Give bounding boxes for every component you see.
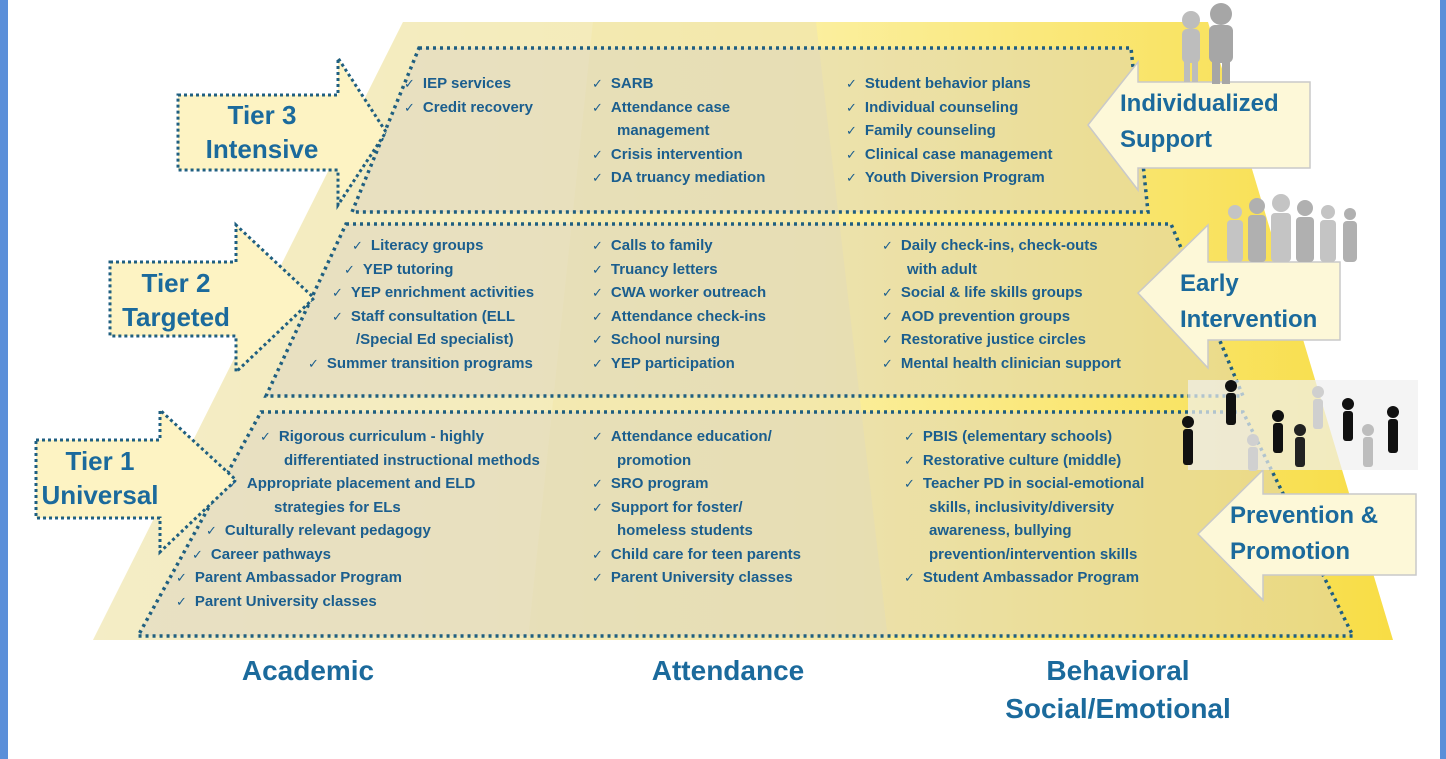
tier2-label-line2: Targeted [122, 302, 230, 332]
tier1-label: Tier 1 Universal [38, 444, 162, 512]
list-item: PBIS (elementary schools) [904, 425, 1144, 449]
list-item: Social & life skills groups [882, 281, 1121, 305]
list-item: Youth Diversion Program [846, 166, 1053, 190]
individualized-line2: Support [1120, 126, 1212, 153]
list-item: Clinical case management [846, 143, 1053, 167]
tier1-attendance-list: Attendance education/ promotion SRO prog… [592, 425, 801, 590]
list-item: AOD prevention groups [882, 305, 1121, 329]
list-item: differentiated instructional methods [284, 451, 540, 469]
list-item: YEP tutoring [308, 258, 534, 282]
silhouettes-crowd [1182, 380, 1418, 471]
list-item: Summer transition programs [308, 352, 534, 376]
list-item: YEP enrichment activities [308, 281, 534, 305]
tier2-academic-list: Literacy groups YEP tutoring YEP enrichm… [308, 234, 534, 375]
list-item: Mental health clinician support [882, 352, 1121, 376]
list-item: Restorative culture (middle) [904, 449, 1144, 473]
list-item: Family counseling [846, 119, 1053, 143]
list-item: DA truancy mediation [592, 166, 765, 190]
list-item: School nursing [592, 328, 766, 352]
individualized-support-label: Individualized Support [1120, 86, 1279, 158]
list-item: promotion [617, 451, 692, 469]
list-item: strategies for ELs [274, 498, 401, 516]
list-item: Truancy letters [592, 258, 766, 282]
list-item: Career pathways [176, 543, 540, 567]
list-item: Student behavior plans [846, 72, 1053, 96]
list-item: Culturally relevant pedagogy [176, 519, 540, 543]
list-item: Literacy groups [308, 234, 534, 258]
prevention-line1: Prevention & [1230, 502, 1379, 529]
list-item: Attendance check-ins [592, 305, 766, 329]
early-line2: Intervention [1180, 306, 1318, 333]
silhouettes-pair [1182, 3, 1233, 84]
early-line1: Early [1180, 270, 1239, 297]
tier1-label-line1: Tier 1 [65, 446, 135, 476]
list-item: Appropriate placement and ELD [176, 472, 540, 496]
list-item: management [617, 122, 710, 139]
tier3-label-line2: Intensive [205, 134, 319, 164]
tier3-attendance-list: SARB Attendance case management Crisis i… [592, 72, 765, 190]
list-item: prevention/intervention skills [929, 545, 1138, 563]
tier2-attendance-list: Calls to family Truancy letters CWA work… [592, 234, 766, 375]
list-item: with adult [907, 260, 977, 278]
list-item: Parent University classes [176, 590, 540, 614]
tier3-label: Tier 3 Intensive [182, 98, 342, 166]
tier2-label: Tier 2 Targeted [114, 266, 238, 334]
list-item: Rigorous curriculum - highly [176, 425, 540, 449]
tier2-label-line1: Tier 2 [141, 268, 211, 298]
individualized-line1: Individualized [1120, 90, 1279, 117]
list-item: Daily check-ins, check-outs [882, 234, 1121, 258]
column-label-attendance: Attendance [651, 655, 805, 686]
list-item: YEP participation [592, 352, 766, 376]
list-item: IEP services [404, 72, 533, 96]
list-item: Child care for teen parents [592, 543, 801, 567]
tier3-academic-list: IEP services Credit recovery [404, 72, 533, 119]
individualized-arrow [1087, 59, 1311, 193]
list-item: Teacher PD in social-emotional [904, 472, 1144, 496]
column-label-academic: Academic [241, 655, 375, 686]
column-label-behavioral: Behavioral Social/Emotional [958, 652, 1278, 728]
list-item: SARB [592, 72, 765, 96]
list-item: skills, inclusivity/diversity [929, 498, 1115, 516]
list-item: Parent Ambassador Program [176, 566, 540, 590]
list-item: Individual counseling [846, 96, 1053, 120]
tier2-arrow [108, 221, 317, 376]
tier1-behavioral-list: PBIS (elementary schools) Restorative cu… [904, 425, 1144, 590]
list-item: Attendance education/ [592, 425, 801, 449]
early-intervention-label: Early Intervention [1180, 266, 1317, 338]
early-arrow [1136, 223, 1341, 370]
list-item: awareness, bullying [929, 522, 1072, 539]
prevention-line2: Promotion [1230, 538, 1350, 565]
tier3-label-line1: Tier 3 [227, 100, 297, 130]
list-item: Staff consultation (ELL [308, 305, 534, 329]
list-item: Calls to family [592, 234, 766, 258]
list-item: Restorative justice circles [882, 328, 1121, 352]
list-item: Credit recovery [404, 96, 533, 120]
list-item: Attendance case [592, 96, 765, 120]
prevention-arrow [1196, 468, 1417, 602]
list-item: Support for foster/ [592, 496, 801, 520]
silhouettes-group [1227, 194, 1357, 262]
tier1-label-line2: Universal [41, 480, 159, 510]
tier1-academic-list: Rigorous curriculum - highly differentia… [176, 425, 540, 613]
column-label-behavioral-line1: Behavioral [1046, 655, 1190, 686]
list-item: homeless students [617, 522, 753, 539]
list-item: /Special Ed specialist) [356, 331, 514, 348]
list-item: SRO program [592, 472, 801, 496]
list-item: Parent University classes [592, 566, 801, 590]
column-label-behavioral-line2: Social/Emotional [1005, 693, 1231, 724]
list-item: CWA worker outreach [592, 281, 766, 305]
list-item: Student Ambassador Program [904, 566, 1144, 590]
tier3-arrow [176, 52, 388, 211]
list-item: Crisis intervention [592, 143, 765, 167]
diagram-canvas: Tier 3 Intensive Tier 2 Targeted Tier 1 … [8, 0, 1440, 759]
tier2-behavioral-list: Daily check-ins, check-outs with adult S… [882, 234, 1121, 375]
prevention-promotion-label: Prevention & Promotion [1230, 498, 1378, 570]
tier3-behavioral-list: Student behavior plans Individual counse… [846, 72, 1053, 190]
